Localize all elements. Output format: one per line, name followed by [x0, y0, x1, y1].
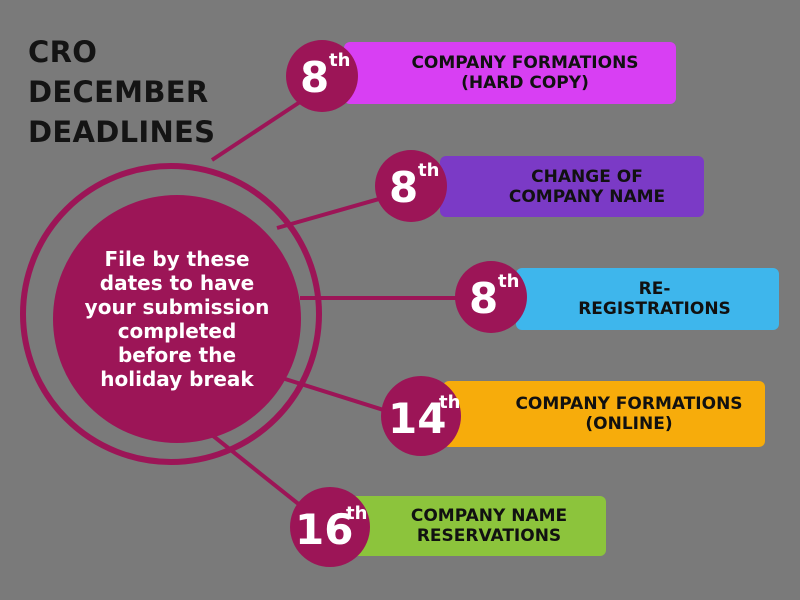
deadline-day: 14 [388, 394, 447, 443]
hub-circle: File by these dates to have your submiss… [53, 195, 301, 443]
deadline-label: COMPANY FORMATIONS (ONLINE) [515, 394, 742, 434]
deadline-bar-company-formations-online: COMPANY FORMATIONS (ONLINE) [443, 381, 765, 447]
page-title: CRO DECEMBER DEADLINES [28, 32, 215, 152]
deadline-date-badge: 8 th [455, 261, 527, 333]
hub-text: File by these dates to have your submiss… [84, 247, 270, 391]
deadline-label: RE- REGISTRATIONS [578, 279, 731, 319]
deadline-bar-re-registrations: RE- REGISTRATIONS [516, 268, 779, 330]
deadline-label-line: (HARD COPY) [461, 73, 589, 93]
deadline-label-line: REGISTRATIONS [578, 299, 731, 319]
deadline-day-suffix: th [439, 392, 461, 413]
connector-line [276, 195, 387, 230]
title-line: DEADLINES [28, 115, 216, 149]
deadline-day-suffix: th [346, 503, 368, 524]
deadline-label: CHANGE OF COMPANY NAME [509, 167, 665, 207]
deadline-day-suffix: th [418, 160, 440, 181]
deadline-label: COMPANY NAME RESERVATIONS [411, 506, 567, 546]
deadline-bar-company-formations-hard-copy: COMPANY FORMATIONS (HARD COPY) [344, 42, 676, 104]
title-line: DECEMBER [28, 75, 209, 109]
deadline-day: 8 [469, 274, 499, 323]
deadline-bar-change-of-company-name: CHANGE OF COMPANY NAME [440, 156, 704, 217]
deadline-label-line: COMPANY FORMATIONS [515, 394, 743, 414]
deadline-date-badge: 16 th [290, 487, 370, 567]
deadline-label-line: COMPANY FORMATIONS [411, 53, 639, 73]
deadline-label-line: RE- [638, 279, 671, 299]
title-line: CRO [28, 35, 98, 69]
deadline-label-line: CHANGE OF [531, 166, 643, 187]
deadline-day: 8 [389, 163, 419, 212]
deadline-day: 16 [295, 505, 354, 554]
deadline-label-line: COMPANY NAME [508, 186, 666, 207]
deadline-label-line: RESERVATIONS [416, 526, 562, 546]
deadline-day-suffix: th [498, 271, 520, 292]
deadline-label-line: (ONLINE) [585, 414, 673, 434]
deadline-date-badge: 8 th [286, 40, 358, 112]
hub-ring [20, 163, 322, 465]
deadline-date-badge: 14 th [381, 376, 461, 456]
deadline-day: 8 [300, 53, 330, 102]
deadline-day-suffix: th [329, 50, 351, 71]
connector-line [210, 96, 308, 162]
deadline-label-line: COMPANY NAME [410, 506, 568, 526]
deadline-date-badge: 8 th [375, 150, 447, 222]
deadline-bar-company-name-reservations: COMPANY NAME RESERVATIONS [346, 496, 606, 556]
deadline-label: COMPANY FORMATIONS (HARD COPY) [411, 53, 638, 93]
